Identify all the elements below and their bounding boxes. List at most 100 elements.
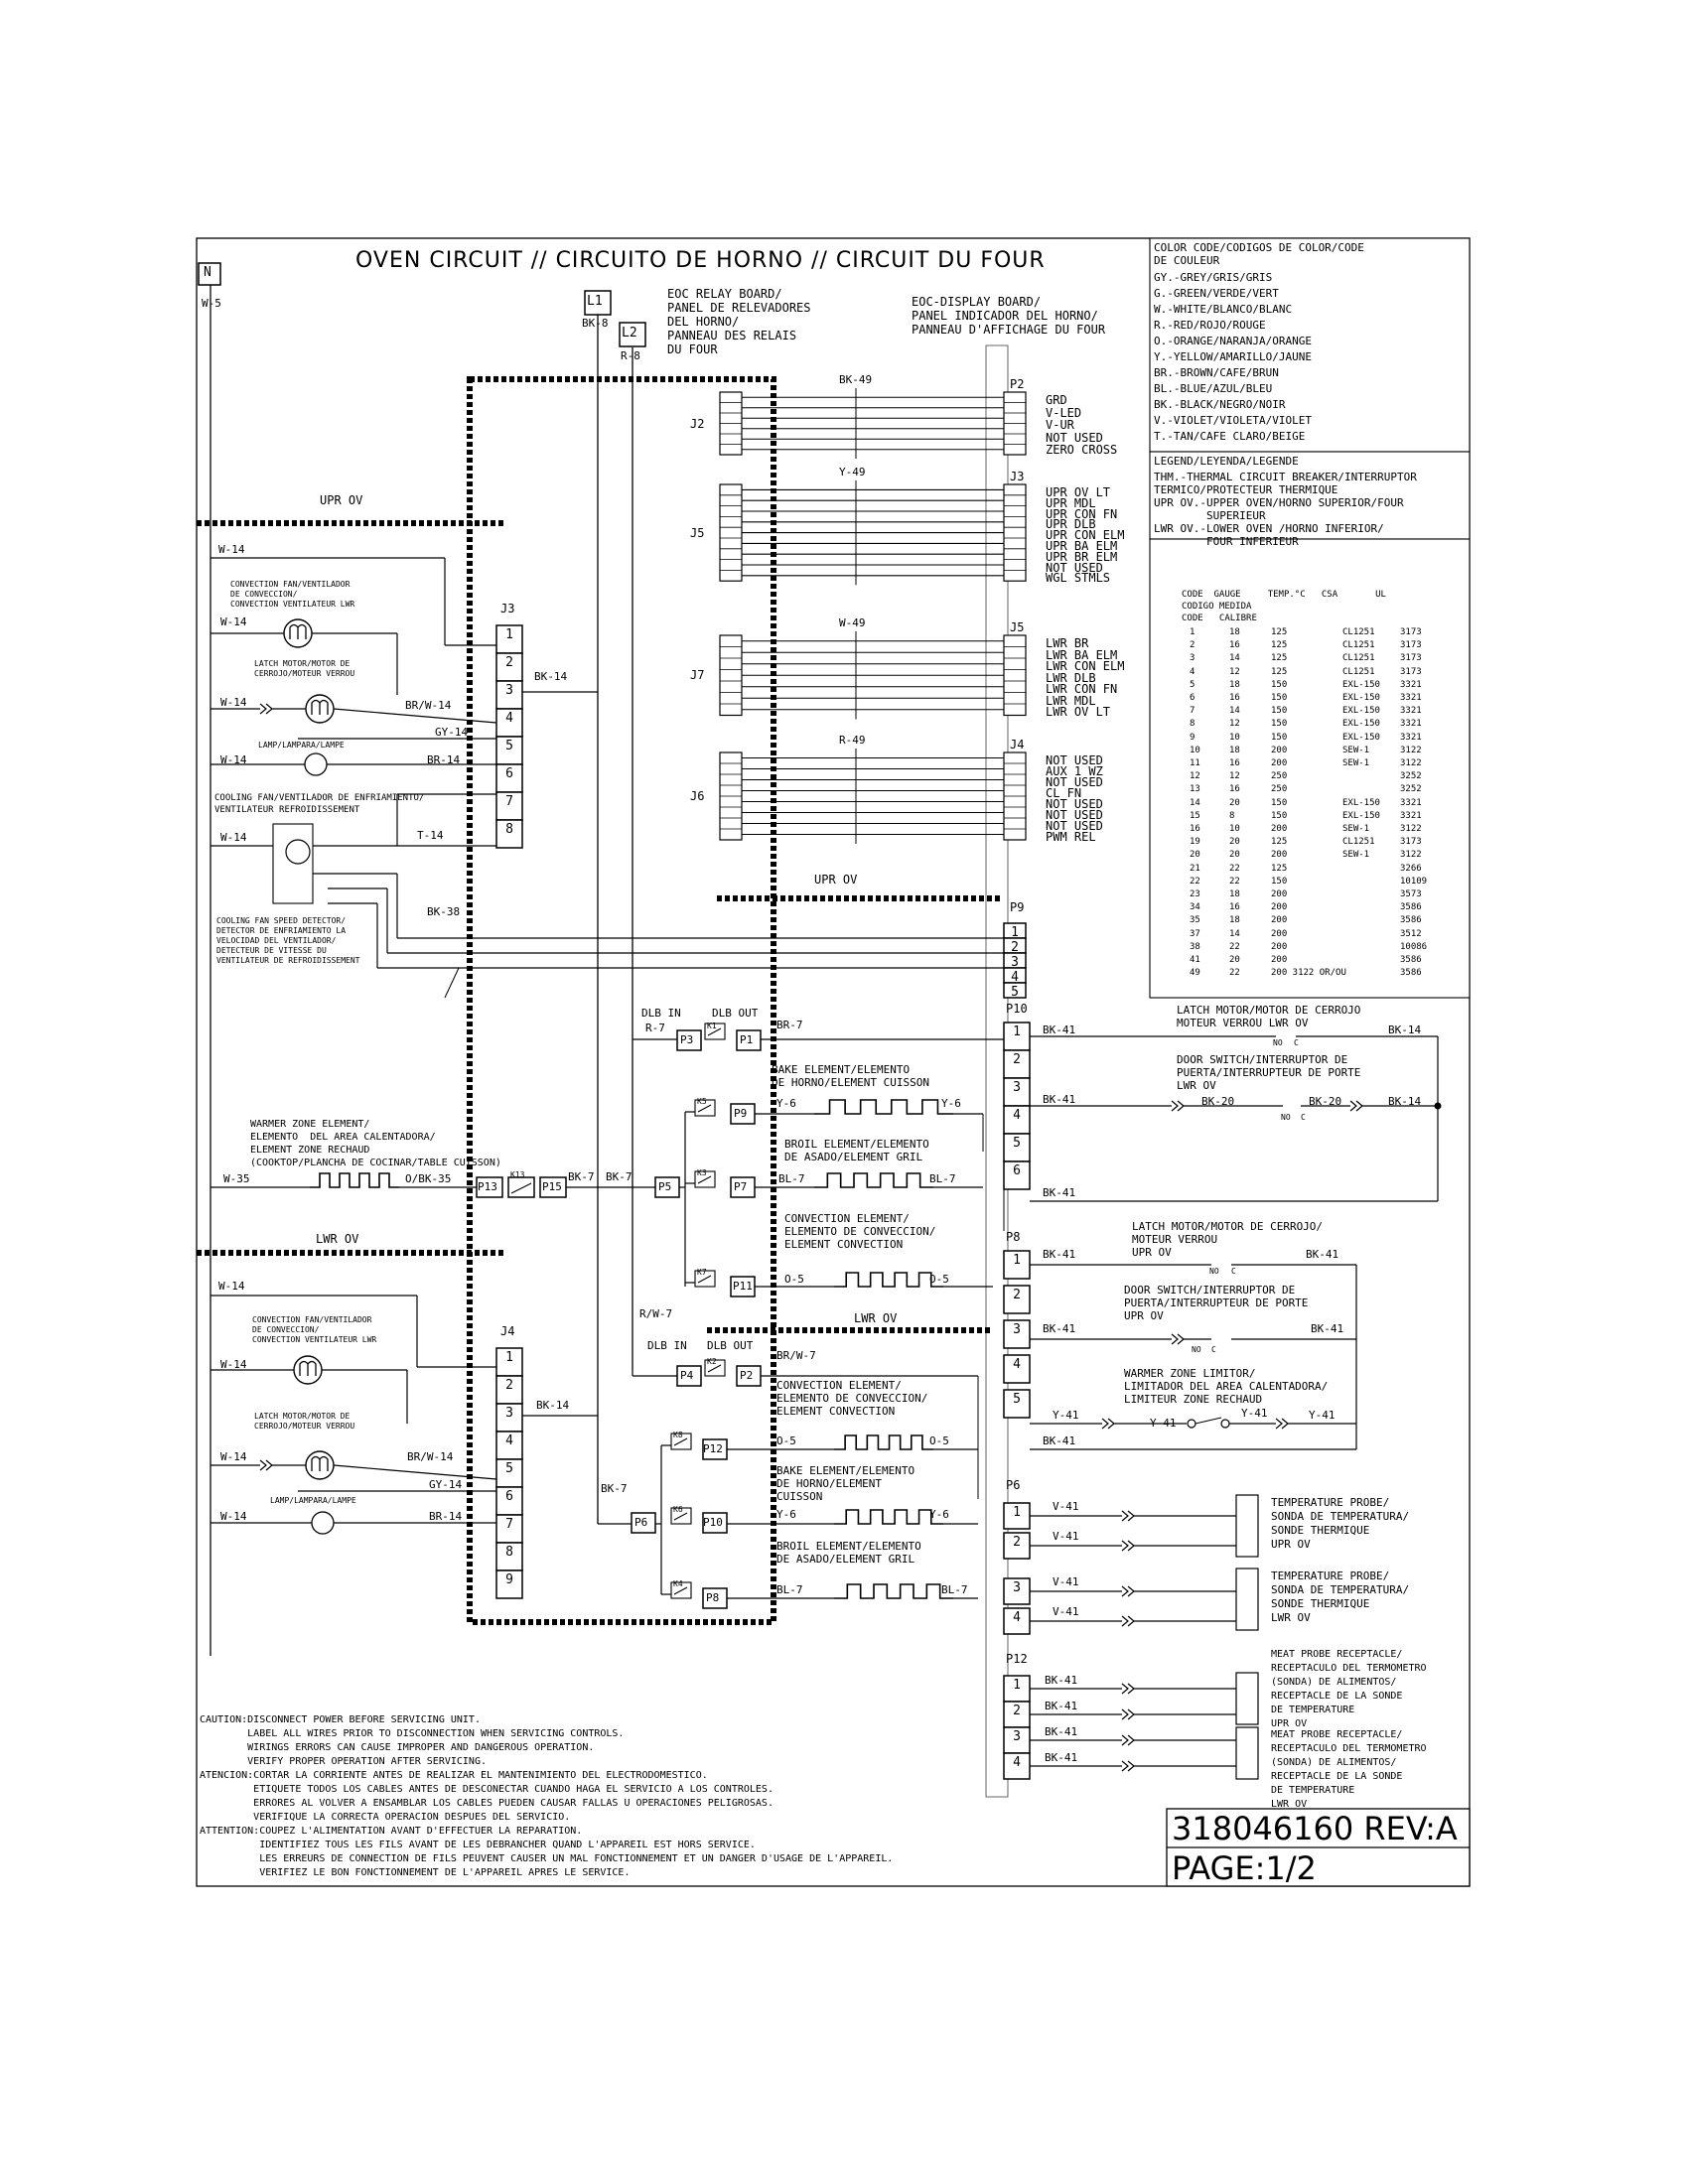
relay-pin-label: P12 [703, 1442, 723, 1455]
connector-pin-number: 1 [1013, 1024, 1021, 1039]
convection-element-label: ELEMENTO DE CONVECCION/ [784, 1225, 936, 1238]
relay-board-title: PANNEAU DES RELAIS [667, 329, 797, 342]
relay-pin [702, 1512, 728, 1534]
gauge-table-cell: 37 [1190, 928, 1200, 939]
gauge-table-cell: 15 [1190, 810, 1200, 821]
gauge-table-cell: 200 [1271, 745, 1288, 755]
connector-pin-number: 3 [1013, 1729, 1021, 1744]
gauge-table-cell: 20 [1229, 850, 1240, 861]
wire-label: BL-7 [778, 1172, 805, 1185]
wire-label: BK-41 [1043, 1093, 1076, 1106]
display-pin-label: LWR OV LT [1046, 705, 1111, 719]
meat-probe-lwr [1235, 1726, 1259, 1780]
gauge-table-cell: 250 [1271, 771, 1288, 782]
connector-pin-number: 1 [1013, 1678, 1021, 1693]
connector-arrow [1121, 1585, 1129, 1597]
wire-label: BK-41 [1045, 1700, 1078, 1712]
gauge-table-cell: 3321 [1400, 706, 1422, 717]
temp-probe-label: LWR OV [1271, 1611, 1311, 1624]
display-pin-label: V-LED [1046, 405, 1082, 420]
gauge-table-cell: 125 [1271, 837, 1288, 848]
latch-motor-label: CERROJO/MOTEUR VERROU [254, 669, 355, 678]
display-pin-label: UPR DLB [1046, 517, 1096, 532]
gauge-table-cell: 14 [1190, 797, 1200, 808]
gauge-table-cell: 1 [1190, 627, 1196, 637]
wire-label: BK-41 [1045, 1725, 1078, 1738]
bus-wire-label: Y-49 [839, 466, 866, 478]
wire-label: W-14 [220, 1358, 247, 1371]
connector-pin-number: 5 [1013, 1392, 1021, 1407]
connector-pin-number: 4 [505, 711, 513, 726]
convection-element [834, 1272, 943, 1288]
j4-pin [495, 1486, 523, 1516]
wire-label: BK-41 [1043, 1248, 1076, 1261]
legend-header: LEGEND/LEYENDA/LEGENDE [1154, 455, 1299, 468]
broil-element [814, 1172, 933, 1188]
meat-probe-label: MEAT PROBE RECEPTACLE/ [1271, 1649, 1403, 1660]
gauge-table-cell: 125 [1271, 863, 1288, 874]
latch-motor-label: CERROJO/MOTEUR VERROU [254, 1422, 355, 1431]
motor-winding [311, 1455, 329, 1471]
caution-text: ERRORES AL VOLVER A ENSAMBLAR LOS CABLES… [200, 1798, 774, 1809]
gauge-table-cell: 12 [1229, 719, 1240, 730]
gauge-table-cell: 14 [1229, 928, 1240, 939]
bake-element-label: BAKE ELEMENT/ELEMENTO [772, 1063, 911, 1076]
gauge-table-cell: 3321 [1400, 797, 1422, 808]
switch-label: NO [1192, 1345, 1201, 1354]
p10-pin [1003, 1022, 1031, 1051]
gauge-table-cell: 3122 [1400, 850, 1422, 861]
connector-arrow [1171, 1333, 1179, 1345]
gauge-table-cell: 20 [1229, 797, 1240, 808]
relay-pin [676, 1365, 702, 1387]
connector-arrow [1349, 1100, 1357, 1112]
j4-pin [495, 1514, 523, 1544]
p6-pin [1003, 1577, 1031, 1605]
gauge-table-cell: 3586 [1400, 968, 1422, 979]
p8-pin [1003, 1319, 1031, 1349]
warmer-element-label: ELEMENT ZONE RECHAUD [250, 1145, 370, 1156]
broil-element [834, 1583, 953, 1599]
display-pin-label: NOT USED [1046, 775, 1103, 789]
relay-switch [673, 1512, 688, 1521]
display-pin-label: LWR DLB [1046, 670, 1096, 685]
gauge-table-cell: 200 [1271, 758, 1288, 768]
conv-fan-label: CONVECTION FAN/VENTILADOR [252, 1315, 372, 1324]
door-switch-label: PUERTA/INTERRUPTEUR DE PORTE [1124, 1297, 1309, 1309]
relay-pin-label: P8 [706, 1591, 720, 1604]
p12-pin [1003, 1752, 1031, 1780]
broil-element-label: BROIL ELEMENT/ELEMENTO [784, 1138, 929, 1151]
p12-label: P12 [1006, 1652, 1028, 1666]
gauge-table-cell: 22 [1190, 876, 1200, 887]
connector-label: P6 [634, 1516, 648, 1529]
relay-pin-label: P4 [680, 1369, 694, 1382]
meat-probe-label: MEAT PROBE RECEPTACLE/ [1271, 1729, 1403, 1740]
display-board-title: EOC-DISPLAY BOARD/ [912, 295, 1042, 309]
cooling-fan-motor [272, 823, 314, 904]
color-code-item: R.-RED/ROJO/ROUGE [1154, 319, 1266, 332]
display-pin-label: CL FN [1046, 786, 1082, 800]
wire-label: BK-41 [1311, 1322, 1344, 1335]
wire-label: V-41 [1053, 1605, 1079, 1618]
motor-winding [289, 623, 307, 639]
relay-connector-label: J6 [690, 789, 705, 803]
conv-fan-label: CONVECTION VENTILATEUR LWR [252, 1335, 377, 1344]
gauge-table-cell: 3321 [1400, 732, 1422, 743]
wire-label: O/BK-35 [405, 1172, 452, 1185]
j3-pin [495, 791, 523, 821]
gauge-table-cell: 38 [1190, 941, 1200, 952]
gauge-table-cell: EXL-150 [1342, 797, 1380, 808]
gauge-table-cell: 3173 [1400, 627, 1422, 637]
wire-label: BK-41 [1043, 1434, 1076, 1447]
wire-label: BK-41 [1043, 1322, 1076, 1335]
bake-element-label: DE HORNO/ELEMENT CUISSON [772, 1076, 929, 1089]
gauge-table-cell: EXL-150 [1342, 732, 1380, 743]
convection-element-label: ELEMENT CONVECTION [784, 1238, 904, 1251]
p10-pin [1003, 1133, 1031, 1162]
relay-switch [697, 1104, 712, 1113]
gauge-table-cell: 19 [1190, 837, 1200, 848]
gauge-table-cell: 3173 [1400, 666, 1422, 677]
gauge-table-cell: 2 [1190, 640, 1196, 651]
color-code-item: BK.-BLACK/NEGRO/NOIR [1154, 398, 1286, 411]
relay-label: K3 [697, 1168, 707, 1177]
gauge-table-cell: 200 [1271, 824, 1288, 834]
